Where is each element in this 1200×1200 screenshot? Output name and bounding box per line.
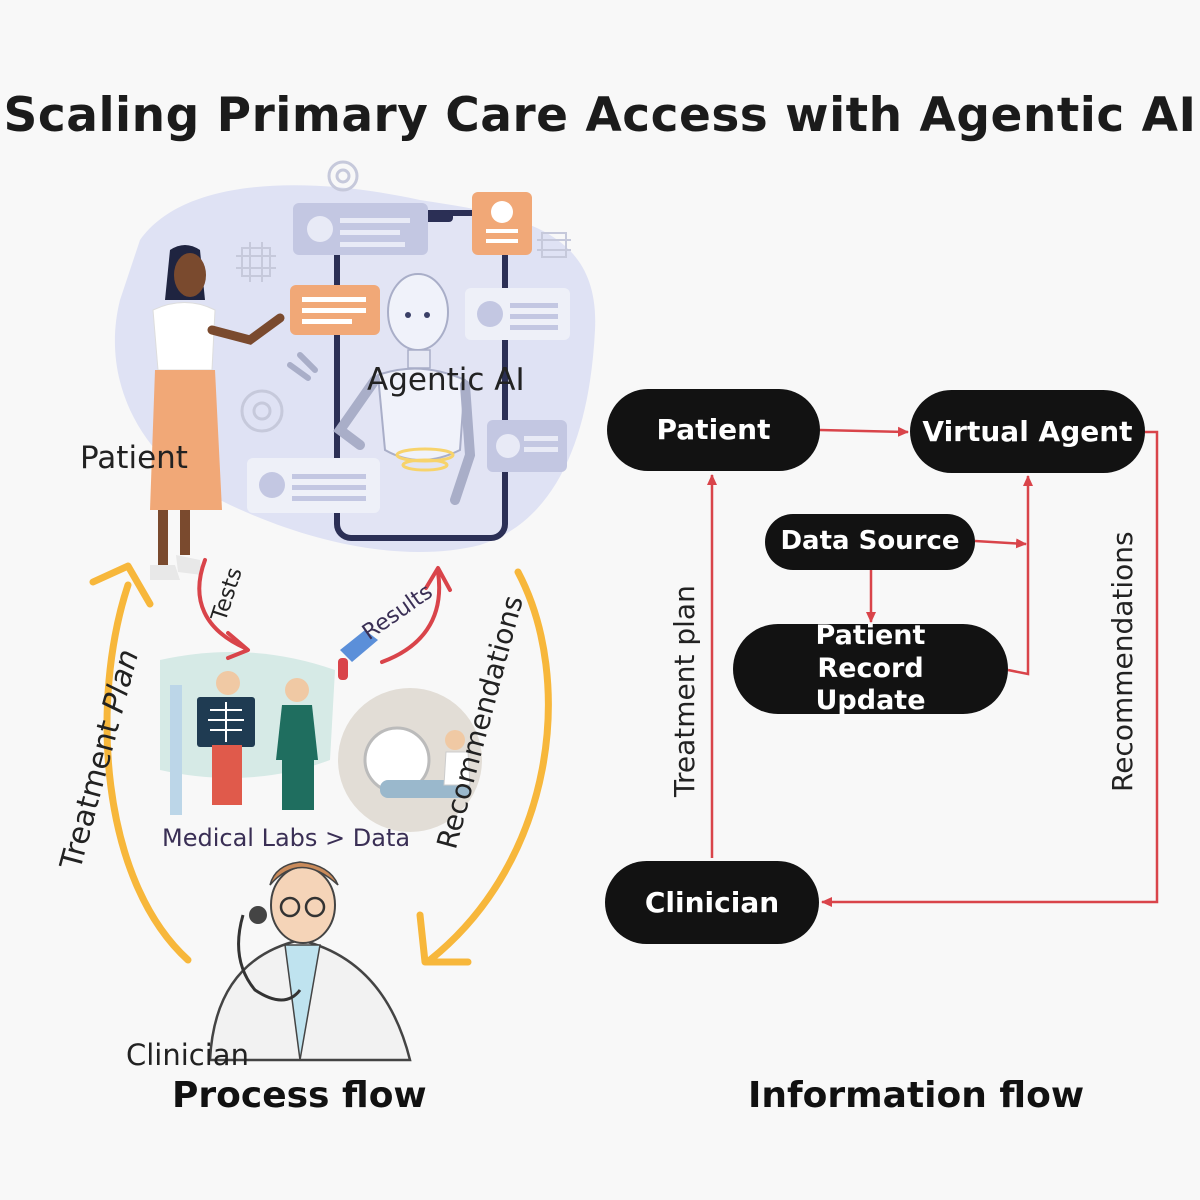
node-virtual-agent: Virtual Agent: [910, 390, 1145, 473]
edge-patient-to-virtual-agent: [819, 426, 909, 437]
page-title: Scaling Primary Care Access with Agentic…: [3, 88, 1197, 143]
node-data-source: Data Source: [765, 514, 975, 570]
chip-icon: [236, 232, 571, 282]
clinician-person-icon: [208, 861, 412, 1062]
edge-virtual-agent-to-clinician: [821, 430, 1159, 907]
patient-person-icon: [150, 245, 285, 580]
edge-data-source-to-agent: [974, 538, 1027, 549]
message-card: [290, 285, 380, 335]
process-flow-caption: Process flow: [172, 1075, 427, 1116]
tests-arrow: [197, 558, 250, 660]
recommendations-arrow: [416, 568, 552, 966]
chat-card: [293, 203, 428, 255]
gear-icon: [240, 160, 359, 433]
node-patient: Patient: [607, 389, 820, 471]
process-clinician-label: Clinician: [126, 1038, 249, 1072]
chat-card: [465, 288, 570, 340]
process-medical-labs-label: Medical Labs > Data: [162, 824, 411, 852]
node-clinician: Clinician: [605, 861, 819, 944]
results-arrow: [380, 566, 452, 664]
process-patient-label: Patient: [80, 440, 188, 476]
robot-icon: [287, 273, 476, 505]
edge-record-to-agent: [1007, 475, 1033, 676]
edge-label-recommendations: Recommendations: [1106, 531, 1139, 792]
node-patient-record-update: Patient Record Update: [733, 620, 1008, 716]
edge-label-treatment-plan: Treatment plan: [668, 585, 701, 797]
chat-card: [487, 420, 567, 472]
user-card: [472, 192, 532, 255]
lab-scene: [160, 630, 482, 832]
treatment-plan-arrow: [89, 562, 192, 964]
information-flow-caption: Information flow: [748, 1075, 1085, 1116]
process-agentic-ai-label: Agentic AI: [367, 362, 525, 398]
chat-card: [247, 458, 380, 513]
